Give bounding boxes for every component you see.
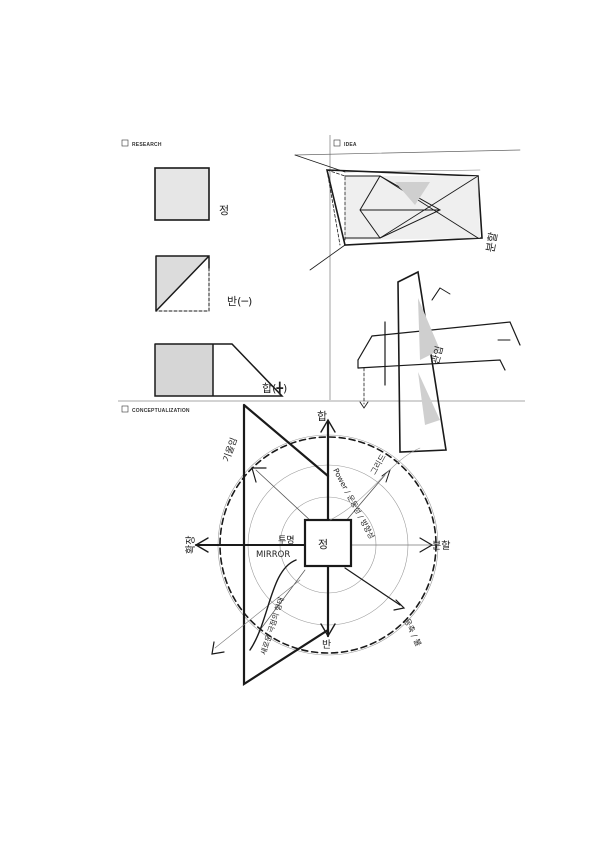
concept-title: CONCEPTUALIZATION: [132, 408, 190, 414]
split-rect-shaded: [345, 176, 480, 240]
slab-top: [357, 321, 521, 361]
square-solid: [154, 167, 210, 221]
concept-top-label: 합: [317, 410, 327, 423]
concept-header: CONCEPTUALIZATION: [121, 405, 190, 414]
diag-upper-left: [255, 469, 313, 523]
diag-lower-right: [344, 567, 401, 606]
research-label-ban: 반(─): [227, 295, 252, 308]
diag-upper-right: [344, 474, 386, 523]
plate-shade-1: [418, 298, 440, 360]
square-split-lines: [155, 255, 210, 312]
curve-line: [249, 559, 297, 651]
square-split-dashed: [155, 267, 210, 312]
square-combined-shade: [155, 344, 213, 396]
concept-power-side-label: 그리드: [369, 453, 388, 477]
research-checkbox: [121, 139, 129, 147]
concept-mirror-en-label: MIRROR: [256, 550, 290, 560]
arrow-left: [194, 537, 209, 553]
concept-checkbox: [121, 405, 129, 413]
concept-left-label: 확장: [185, 536, 197, 554]
concept-lower-diag-label: 응축 / 불: [402, 617, 424, 648]
plate-arrow-line: [431, 287, 441, 301]
triangle-leg-lower: [214, 579, 301, 649]
triangle-left: [242, 403, 330, 687]
split-lines: [379, 175, 479, 239]
arrow-lower-left: [211, 641, 225, 655]
idea-label-split: 분할: [484, 231, 500, 253]
idea-checkbox: [333, 139, 341, 147]
arrow-upper-right: [381, 468, 391, 483]
idea-title: IDEA: [344, 142, 357, 148]
plate-arrow: [431, 287, 451, 301]
slab-bottom: [357, 359, 506, 371]
arrow-right: [419, 537, 434, 553]
arrow-bottom: [320, 623, 336, 638]
idea-header: IDEA: [333, 139, 357, 148]
concept-center-label: 정: [318, 538, 328, 551]
research-header: RESEARCH: [121, 139, 162, 148]
plate-shade-2: [418, 372, 440, 425]
perspective-line-3: [309, 244, 346, 271]
concept-right-label: 분할: [432, 540, 450, 552]
perspective-line-1: [294, 149, 521, 156]
square-combined-lines: [154, 343, 284, 397]
concept-bottom-label: 반: [322, 639, 331, 651]
arrow-lower-right: [393, 599, 406, 611]
concept-diagram: 합 반 확장 분할 정 Power / 운동성 / 방향성 그리드 기울임 투명…: [185, 403, 450, 687]
concept-upper-left-label: 기울임: [220, 436, 240, 463]
concept-mirror-ko-label: 투명: [278, 535, 295, 546]
center-square: [303, 518, 353, 568]
split-dashed: [326, 169, 346, 246]
slab-arrow: [359, 401, 369, 409]
perspective-line-2: [294, 154, 346, 173]
idea-sketch-split: 분할: [294, 149, 521, 271]
split-rect-outline: [325, 169, 483, 246]
research-label-hap: 합(╋): [262, 381, 287, 395]
research-title: RESEARCH: [132, 142, 162, 148]
research-label-jeong: 정: [219, 204, 229, 217]
split-fill-dark: [395, 182, 430, 205]
arrow-upper-left: [251, 467, 267, 483]
split-diamond: [344, 175, 442, 239]
diag-lower-left: [259, 569, 306, 631]
outer-circle-dashed: [219, 436, 437, 654]
concept-curve-label: 새로운 극점의 형태: [258, 596, 286, 656]
research-sketches: 정 반(─) 합(╋): [154, 167, 287, 397]
idea-sketch-penetration: 관입: [357, 270, 521, 453]
curve-line-2: [329, 447, 421, 521]
plate-outline: [397, 270, 447, 453]
arrow-top: [320, 418, 336, 433]
